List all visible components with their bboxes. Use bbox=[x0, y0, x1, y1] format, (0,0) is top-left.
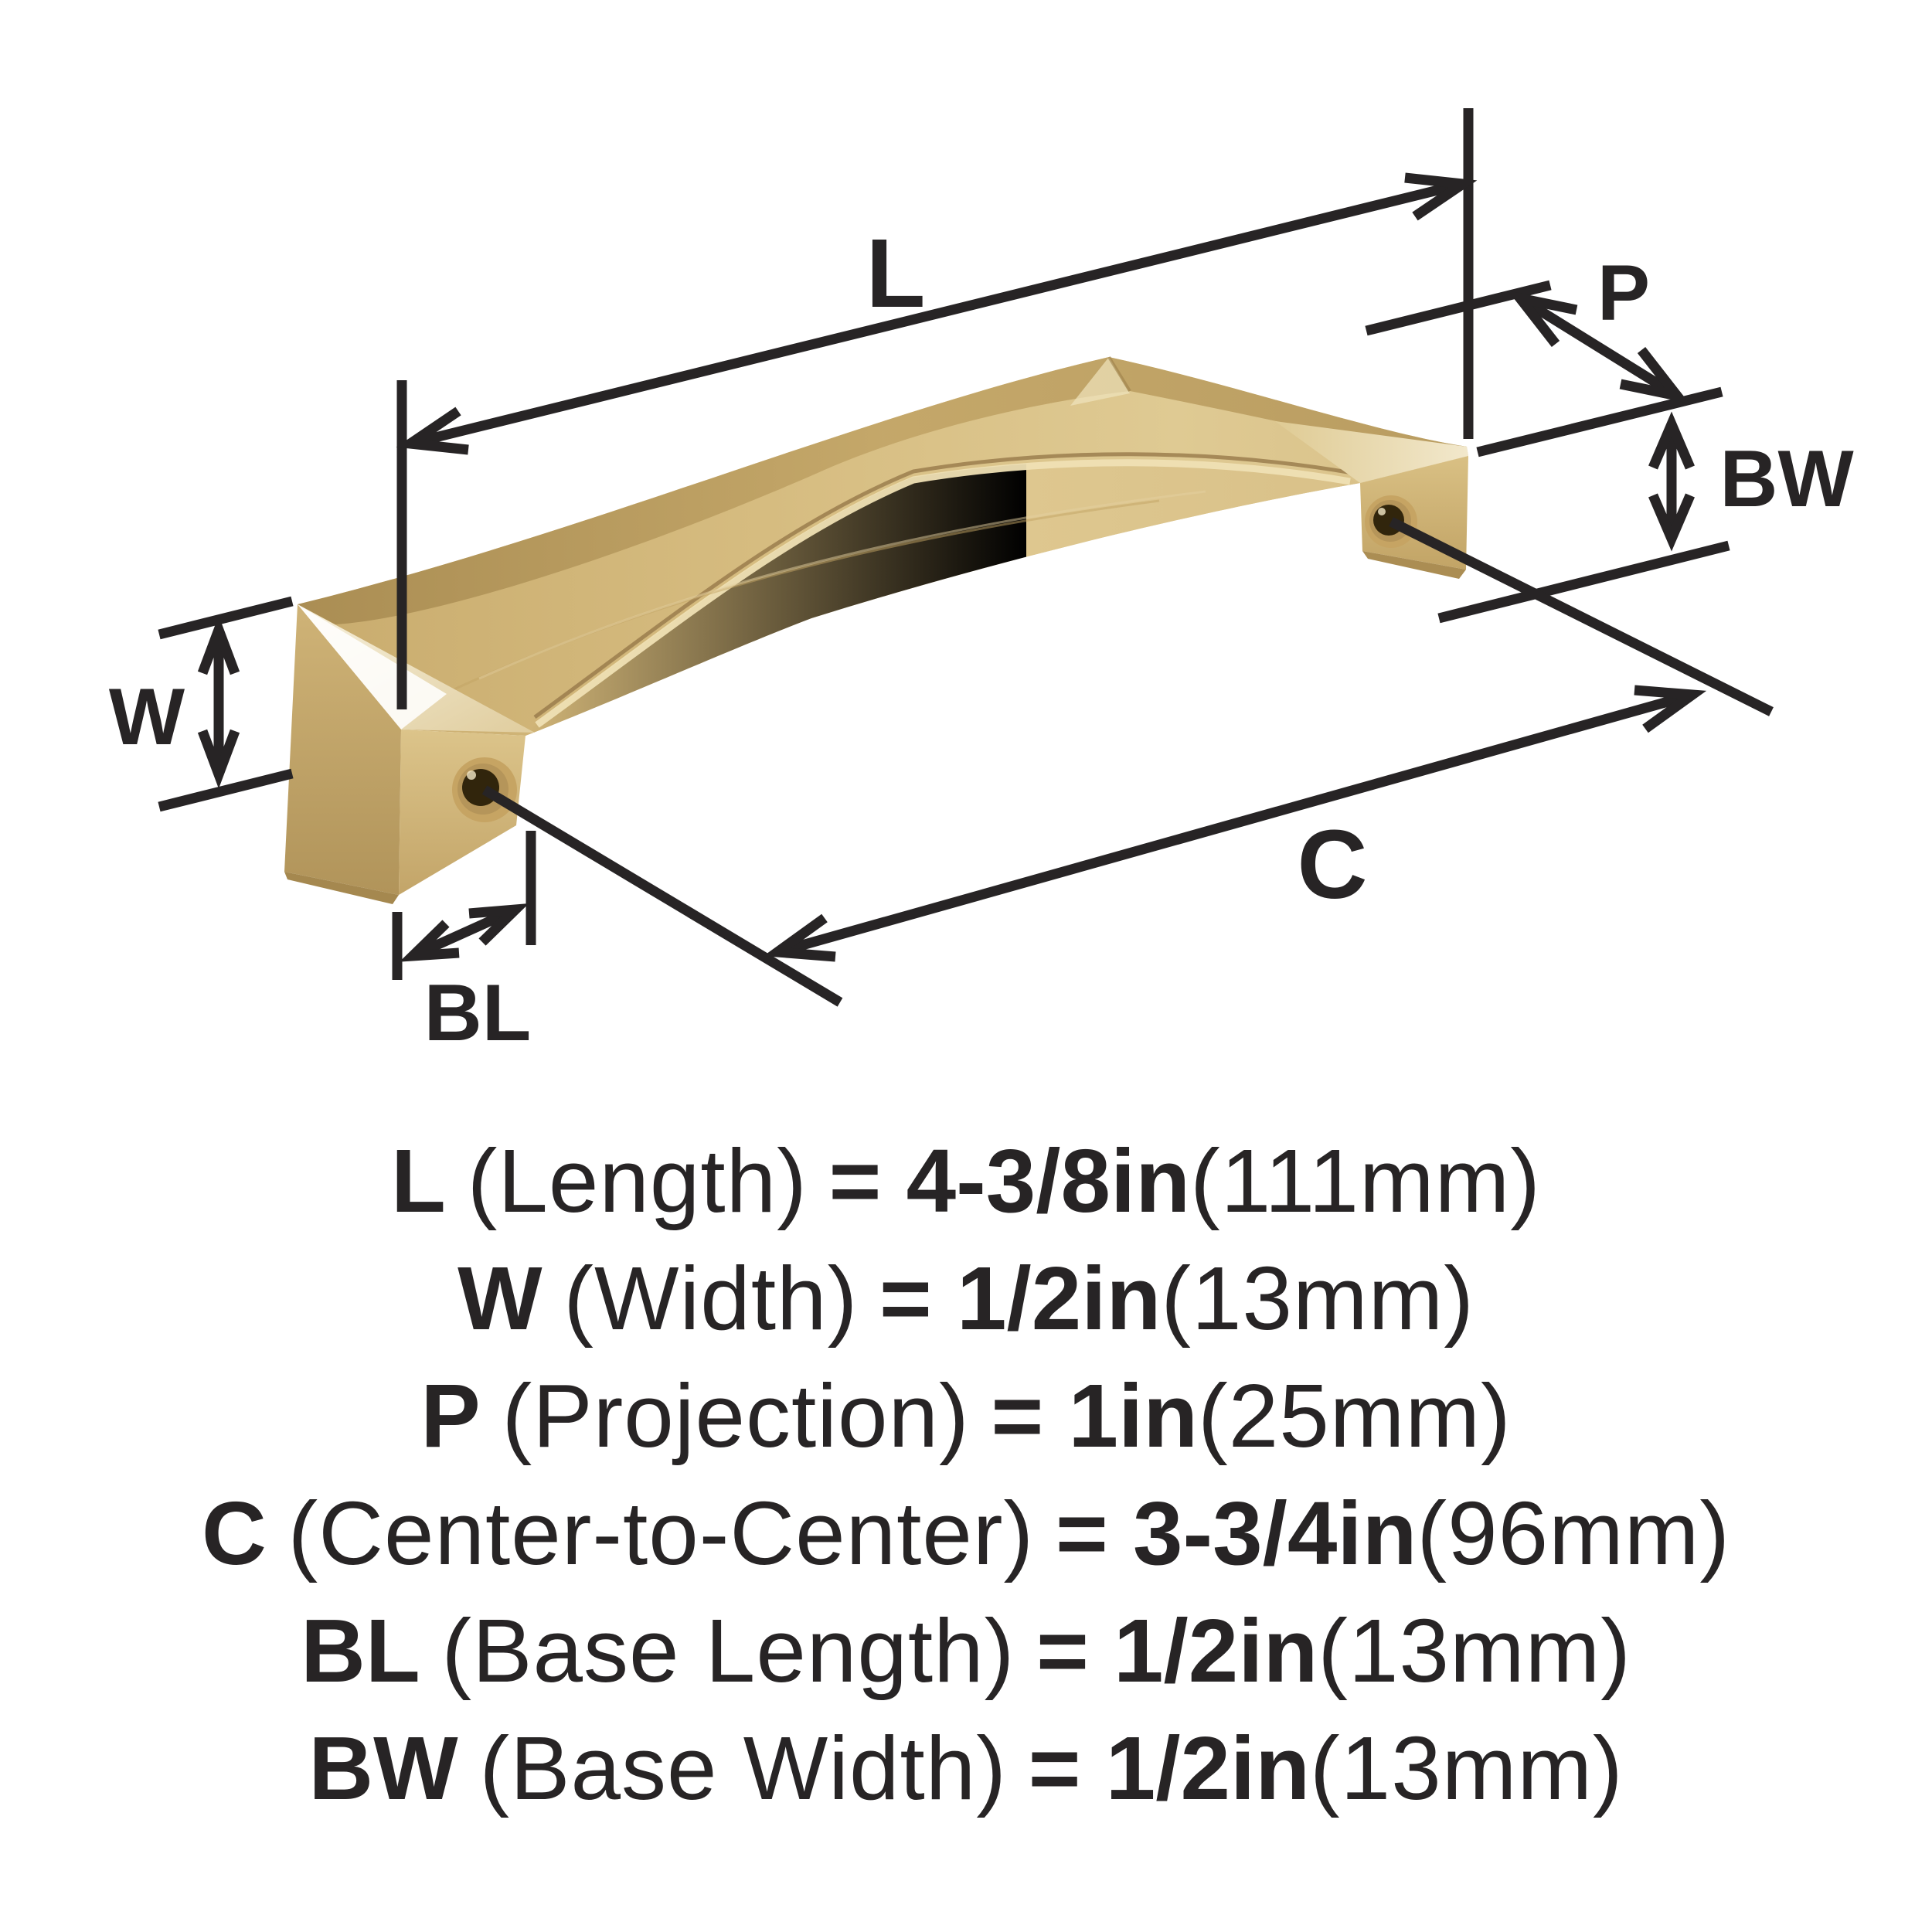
spec-line-width: W(Width)= 1/2in(13mm) bbox=[0, 1240, 1932, 1357]
dim-line-length bbox=[409, 179, 1464, 449]
arrowhead bbox=[763, 913, 836, 962]
spec-value: = 1in bbox=[991, 1366, 1199, 1466]
spec-line-base-length: BL(Base Length)= 1/2in(13mm) bbox=[0, 1592, 1932, 1709]
extension-line-projection-upper bbox=[1365, 280, 1552, 336]
dimension-lines bbox=[158, 108, 1774, 1007]
spec-value: = 1/2in bbox=[1028, 1718, 1311, 1818]
spec-value: = 1/2in bbox=[879, 1248, 1162, 1349]
spec-code: P bbox=[420, 1366, 481, 1466]
left-screw-hole-glint bbox=[467, 770, 476, 780]
dim-line-projection bbox=[1517, 294, 1680, 400]
label-width: W bbox=[109, 672, 185, 762]
handle-dimension-diagram: L P BW W C BL bbox=[109, 108, 1855, 1058]
label-base-width: BW bbox=[1719, 434, 1854, 524]
handle-bar-arch-panel bbox=[526, 460, 1360, 736]
spec-line-projection: P(Projection)= 1in(25mm) bbox=[0, 1357, 1932, 1475]
spec-code: W bbox=[457, 1248, 543, 1349]
arrowhead bbox=[468, 903, 529, 946]
arrowhead bbox=[396, 406, 469, 455]
dimension-labels: L P BW W C BL bbox=[109, 219, 1855, 1058]
spec-name: (Projection) bbox=[502, 1366, 970, 1466]
spec-code: BL bbox=[301, 1600, 420, 1701]
spec-line-base-width: BW(Base Width)= 1/2in(13mm) bbox=[0, 1709, 1932, 1827]
spec-code: BW bbox=[308, 1718, 458, 1818]
left-base-bottom-edge bbox=[284, 872, 399, 904]
label-length: L bbox=[866, 219, 926, 328]
left-base-top-facet bbox=[298, 604, 535, 733]
arrowhead bbox=[1648, 493, 1695, 552]
dim-line-base-length bbox=[410, 905, 518, 961]
right-base-bottom-edge bbox=[1362, 551, 1466, 579]
spec-code: C bbox=[201, 1483, 267, 1583]
spec-name: (Length) bbox=[467, 1131, 808, 1231]
spec-value: = 1/2in bbox=[1036, 1600, 1318, 1701]
handle-arch-crease-dark bbox=[533, 452, 1353, 719]
dim-line-center-to-center bbox=[776, 689, 1694, 957]
label-base-length: BL bbox=[424, 968, 532, 1058]
spec-metric: (25mm) bbox=[1198, 1366, 1512, 1466]
spec-line-length: L(Length)= 4-3/8in(111mm) bbox=[0, 1122, 1932, 1240]
tick-width-upper bbox=[158, 596, 294, 640]
spec-name: (Width) bbox=[563, 1248, 859, 1349]
right-base-top-face bbox=[1275, 421, 1468, 483]
label-projection: P bbox=[1597, 249, 1650, 337]
handle-brush-streak bbox=[478, 490, 1206, 680]
tick-width-lower bbox=[158, 768, 294, 812]
extension-line-center-right bbox=[1389, 517, 1774, 716]
arrowhead bbox=[399, 920, 460, 962]
handle-arch-crease-highlight bbox=[535, 459, 1351, 728]
spec-metric: (96mm) bbox=[1417, 1483, 1731, 1583]
arrowhead bbox=[1634, 685, 1707, 733]
spec-value: = 4-3/8in bbox=[828, 1131, 1191, 1231]
label-center-to-center: C bbox=[1298, 810, 1368, 919]
handle-bar-top-strip bbox=[298, 357, 1467, 624]
spec-name: (Center-to-Center) bbox=[287, 1483, 1035, 1583]
handle-render bbox=[284, 355, 1468, 904]
arrowhead bbox=[197, 615, 240, 675]
spec-name: (Base Width) bbox=[479, 1718, 1007, 1818]
arrowhead bbox=[197, 729, 240, 789]
arrowhead bbox=[1619, 347, 1689, 403]
arrowhead bbox=[1508, 291, 1578, 347]
spec-metric: (13mm) bbox=[1310, 1718, 1624, 1818]
extension-line-base-bottom bbox=[1437, 540, 1730, 624]
dimension-specs: L(Length)= 4-3/8in(111mm) W(Width)= 1/2i… bbox=[0, 1122, 1932, 1827]
right-screw-hole-glint bbox=[1378, 508, 1386, 515]
spec-metric: (13mm) bbox=[1318, 1600, 1631, 1701]
spec-value: = 3-3/4in bbox=[1056, 1483, 1417, 1583]
arrowhead bbox=[1648, 411, 1695, 470]
handle-peak-fold-line bbox=[1107, 355, 1131, 393]
left-base-top-highlight bbox=[298, 604, 447, 730]
arrowhead bbox=[1404, 172, 1478, 221]
spec-name: (Base Length) bbox=[441, 1600, 1015, 1701]
spec-metric: (111mm) bbox=[1190, 1131, 1541, 1231]
spec-line-center-to-center: C(Center-to-Center)= 3-3/4in(96mm) bbox=[0, 1475, 1932, 1592]
extension-line-projection-lower bbox=[1476, 386, 1723, 457]
spec-metric: (13mm) bbox=[1161, 1248, 1475, 1349]
extension-line-center-left bbox=[481, 785, 843, 1007]
left-base-side-face bbox=[284, 604, 401, 895]
spec-code: L bbox=[391, 1131, 446, 1231]
